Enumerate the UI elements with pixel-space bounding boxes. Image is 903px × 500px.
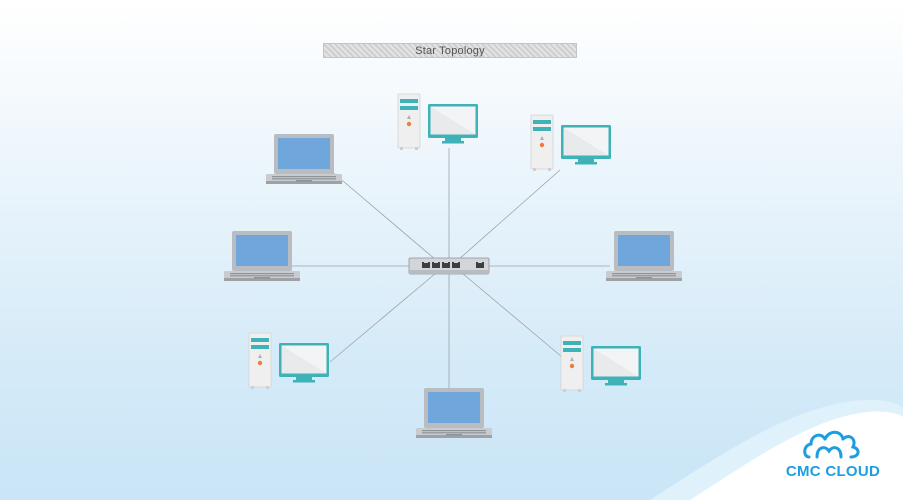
link-laptop-top-left (329, 169, 437, 261)
connection-links (290, 148, 610, 390)
link-desktop-bottom-left (329, 272, 437, 363)
laptop-icon (266, 134, 342, 184)
desktop-computer-icon (397, 93, 479, 151)
network-switch-icon (408, 257, 490, 275)
brand-backdrop (650, 400, 903, 500)
laptop-icon (224, 231, 300, 281)
cloud-logo-icon (803, 430, 860, 459)
diagram-title: Star Topology (323, 43, 577, 58)
desktop-computer-icon (560, 335, 642, 393)
laptop-icon (606, 231, 682, 281)
desktop-computer-icon (530, 114, 612, 172)
laptop-icon (416, 388, 492, 438)
link-desktop-bottom-right (461, 272, 569, 363)
desktop-computer-icon (248, 332, 330, 390)
brand-name: CMC CLOUD (785, 463, 881, 480)
link-desktop-top-right (457, 169, 561, 261)
